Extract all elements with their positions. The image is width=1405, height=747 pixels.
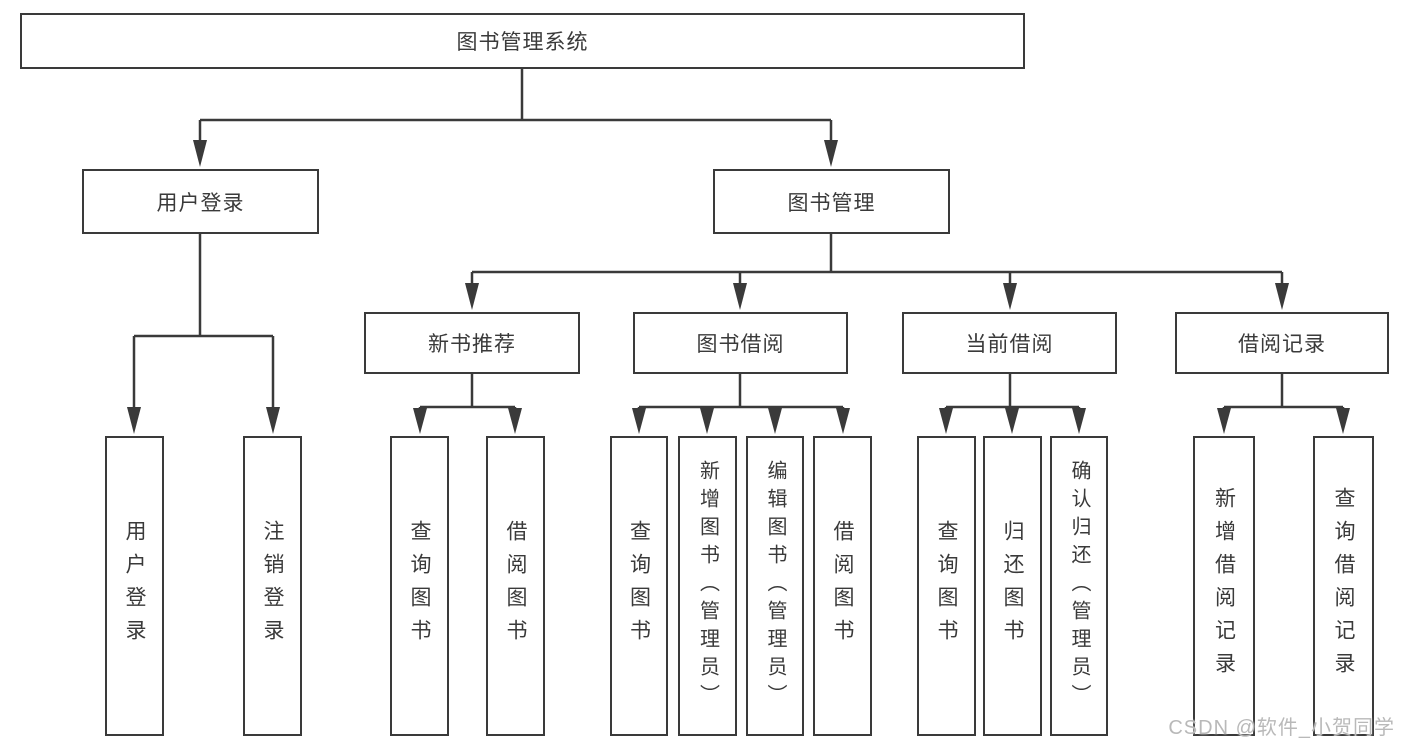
leaf-user-login: 用户登录 <box>105 436 164 736</box>
node-current-borrow: 当前借阅 <box>902 312 1117 374</box>
leaf-borrow-books: 借阅图书 <box>813 436 872 736</box>
node-label: 编辑图书（管理员） <box>764 460 786 712</box>
connector-line <box>1222 374 1345 410</box>
node-label: 归还图书 <box>1001 520 1025 652</box>
arrowhead-icon <box>1275 283 1289 310</box>
node-label: 新书推荐 <box>428 333 516 356</box>
connector-line <box>637 374 845 410</box>
connector-line <box>418 374 517 410</box>
arrowhead-icon <box>508 408 522 434</box>
leaf-return-books: 归还图书 <box>983 436 1042 736</box>
node-new-book-recommend: 新书推荐 <box>364 312 580 374</box>
node-label: 新增借阅记录 <box>1212 487 1236 685</box>
node-book-borrow: 图书借阅 <box>633 312 848 374</box>
leaf-edit-books-admin: 编辑图书（管理员） <box>746 436 804 736</box>
node-label: 查询图书 <box>935 520 959 652</box>
node-user-login: 用户登录 <box>82 169 319 234</box>
leaf-query-books-current: 查询图书 <box>917 436 976 736</box>
arrowhead-icon <box>824 140 838 167</box>
connector-line <box>944 374 1081 410</box>
node-label: 查询借阅记录 <box>1332 487 1356 685</box>
connector-book-management-children <box>470 234 1284 285</box>
node-label: 图书借阅 <box>696 333 785 356</box>
arrowhead-icon <box>1336 408 1350 434</box>
leaf-borrow-books-recommend: 借阅图书 <box>486 436 545 736</box>
arrowhead-icon <box>413 408 427 434</box>
arrowhead-icon <box>266 407 280 434</box>
leaf-query-books-recommend: 查询图书 <box>390 436 449 736</box>
connector-user-login-children <box>132 234 275 409</box>
arrowhead-icon <box>733 283 747 310</box>
arrowhead-icon <box>836 408 850 434</box>
node-label: 借阅记录 <box>1238 333 1326 356</box>
node-book-management: 图书管理 <box>713 169 950 234</box>
leaf-query-borrow-record: 查询借阅记录 <box>1313 436 1374 736</box>
arrowhead-icon <box>1217 408 1231 434</box>
arrowhead-icon <box>1003 283 1017 310</box>
leaf-query-books-borrow: 查询图书 <box>610 436 668 736</box>
node-label: 当前借阅 <box>965 333 1054 356</box>
node-label: 借阅图书 <box>831 520 855 652</box>
leaf-confirm-return-admin: 确认归还（管理员） <box>1050 436 1108 736</box>
leaf-add-borrow-record: 新增借阅记录 <box>1193 436 1255 736</box>
connector-root-to-level2 <box>198 69 833 142</box>
connector-book-borrow-children <box>637 374 845 410</box>
arrowhead-icon <box>768 408 782 434</box>
node-label: 图书管理系统 <box>456 31 589 54</box>
leaf-add-books-admin: 新增图书（管理员） <box>678 436 737 736</box>
connector-line <box>198 69 833 142</box>
connector-current-borrow-children <box>944 374 1081 410</box>
arrowhead-icon <box>127 407 141 434</box>
arrowhead-icon <box>465 283 479 310</box>
node-root: 图书管理系统 <box>20 13 1025 69</box>
node-label: 用户登录 <box>156 191 245 215</box>
arrowhead-icon <box>700 408 714 434</box>
node-borrow-record: 借阅记录 <box>1175 312 1389 374</box>
node-label: 借阅图书 <box>504 520 528 652</box>
node-label: 确认归还（管理员） <box>1068 460 1090 712</box>
node-label: 查询图书 <box>408 520 432 652</box>
node-label: 新增图书（管理员） <box>696 460 719 712</box>
leaf-logout: 注销登录 <box>243 436 302 736</box>
arrowhead-icon <box>939 408 953 434</box>
arrowhead-icon <box>1072 408 1086 434</box>
node-label: 注销登录 <box>261 520 285 652</box>
node-label: 图书管理 <box>787 191 876 215</box>
csdn-watermark: CSDN @软件_小贺同学 <box>1168 717 1395 739</box>
arrowhead-icon <box>1005 408 1019 434</box>
node-label: 用户登录 <box>123 520 147 652</box>
connector-new-book-children <box>418 374 517 410</box>
connector-line <box>470 234 1284 285</box>
arrowhead-icon <box>632 408 646 434</box>
connector-borrow-record-children <box>1222 374 1345 410</box>
arrowhead-icon <box>193 140 207 167</box>
connector-line <box>132 234 275 409</box>
node-label: 查询图书 <box>627 520 651 652</box>
